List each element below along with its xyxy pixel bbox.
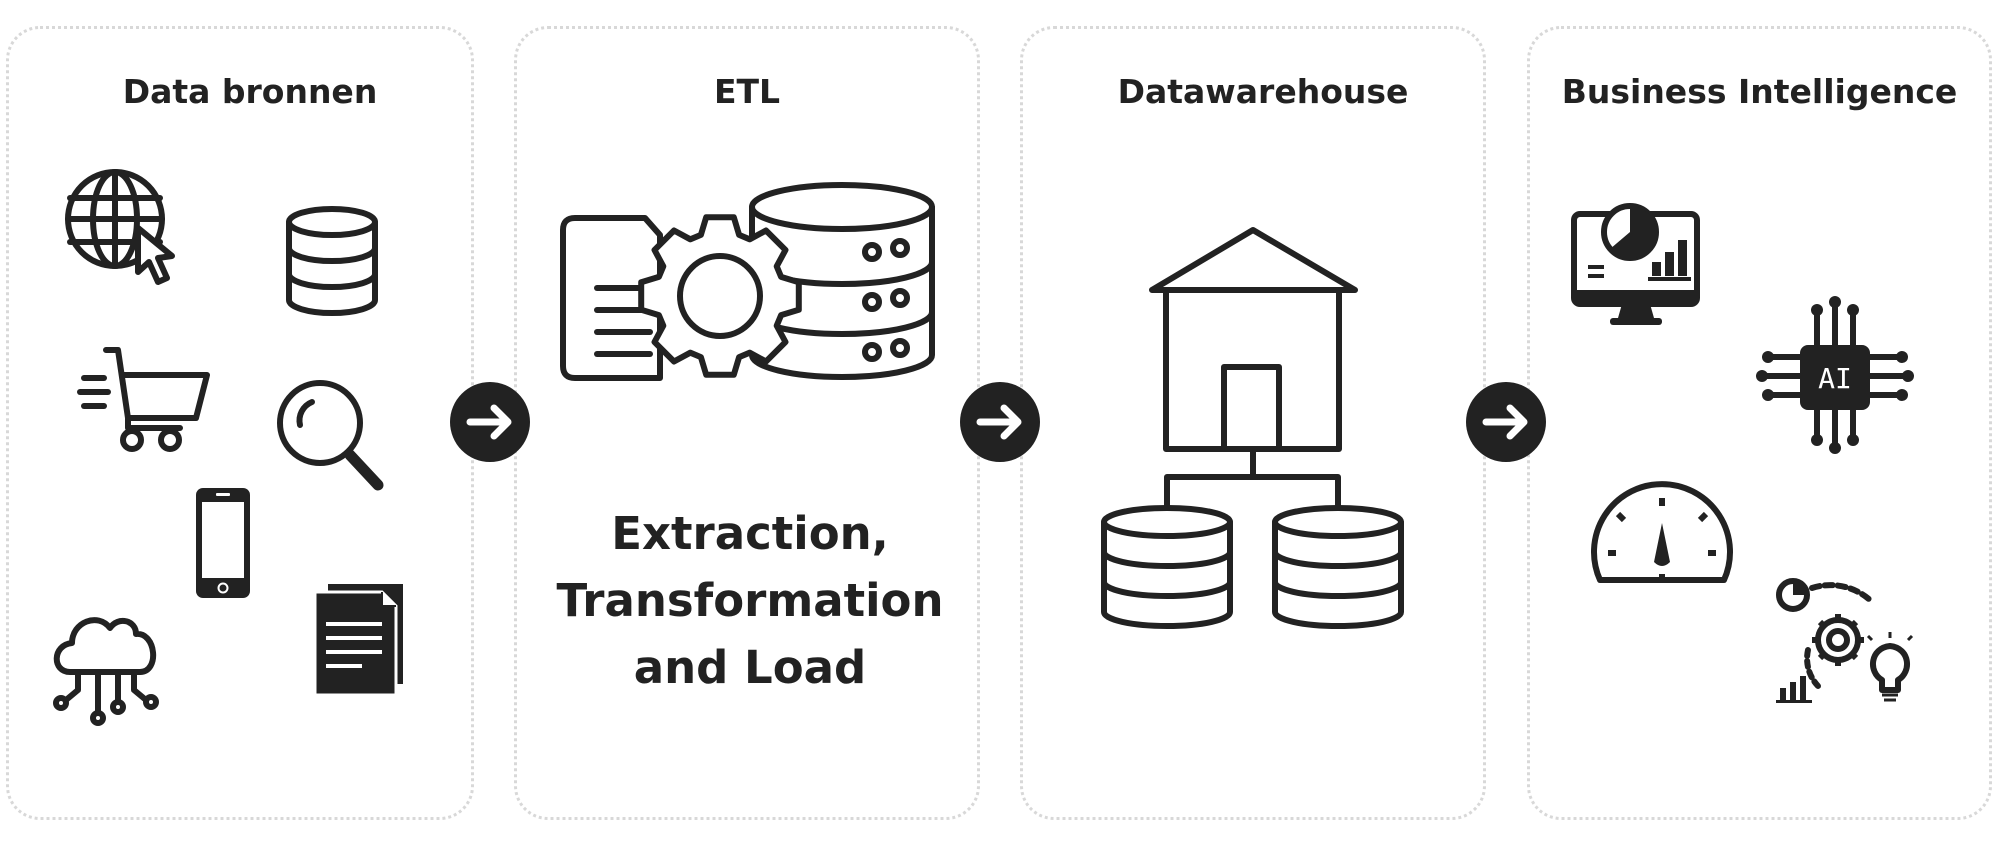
gear-icon [638,214,802,378]
gauge-icon [1591,481,1733,583]
ai-chip-label: AI [1818,362,1852,395]
shopping-cart-icon [77,347,210,452]
etl-description-line: and Load [633,641,867,694]
stage-title-datawarehouse: Datawarehouse [1117,72,1409,111]
stage-title-etl: ETL [713,72,781,111]
magnifier-icon [277,380,384,491]
etl-description-line: Transformation [556,574,944,627]
ai-chip-icon: AI [1756,296,1914,454]
arrow-right-circle-icon [450,382,530,462]
etl-description: Extraction, Transformation and Load [520,500,980,701]
smartphone-icon [196,488,250,598]
gear-hub [677,253,763,339]
database-icon [286,206,378,316]
cloud-network-icon [53,617,159,726]
database-icon [1101,505,1233,629]
dashboard-monitor-icon [1571,203,1700,325]
warehouse-house-icon [1149,227,1358,513]
database-icon [1272,505,1404,629]
globe-cursor-icon [65,169,175,285]
etl-description-line: Extraction, [611,507,889,560]
document-gear-database-icon [560,182,935,381]
stage-title-data-sources: Data bronnen [122,72,378,111]
gear-outline [638,214,802,378]
stage-title-business-intelligence: Business Intelligence [1561,72,1958,111]
arrow-right-circle-icon [960,382,1040,462]
documents-icon [313,584,403,697]
arrow-right-circle-icon [1466,382,1546,462]
analytics-insight-icon [1776,578,1914,703]
